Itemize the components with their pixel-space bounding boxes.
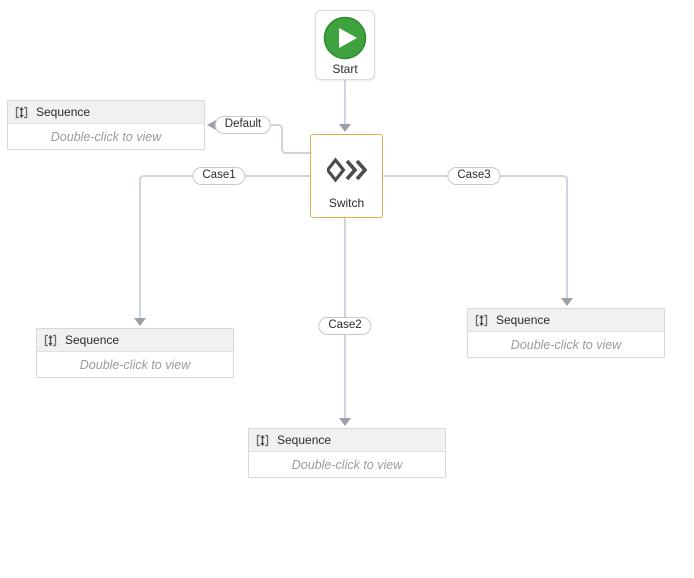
arrow-down-icon [134, 318, 146, 326]
arrow-left-icon [207, 120, 216, 130]
start-node-label: Start [332, 62, 358, 76]
sequence-icon [256, 434, 269, 446]
sequence-icon [15, 106, 28, 118]
sequence-title: Sequence [496, 313, 551, 327]
switch-node-label: Switch [328, 196, 365, 210]
arrow-down-icon [561, 298, 573, 306]
arrow-down-icon [339, 124, 351, 132]
sequence-collapsed-hint[interactable]: Double-click to view [50, 129, 162, 144]
play-circle-icon [323, 16, 367, 60]
sequence-collapsed-hint[interactable]: Double-click to view [291, 457, 403, 472]
sequence-icon [44, 334, 57, 346]
sequence-header: Sequence [37, 329, 233, 352]
sequence-node-default[interactable]: Sequence Double-click to view [7, 100, 205, 150]
sequence-header: Sequence [249, 429, 445, 452]
arrow-down-icon [339, 418, 351, 426]
branch-label-case1[interactable]: Case1 [192, 167, 246, 185]
sequence-node-case2[interactable]: Sequence Double-click to view [248, 428, 446, 478]
sequence-header: Sequence [8, 101, 204, 124]
sequence-collapsed-hint[interactable]: Double-click to view [79, 357, 191, 372]
switch-diamond-chevrons-icon [324, 157, 367, 188]
connector-case3[interactable] [383, 175, 573, 306]
sequence-title: Sequence [36, 105, 91, 119]
branch-label-case2[interactable]: Case2 [318, 317, 372, 335]
connector-default[interactable] [207, 120, 310, 154]
sequence-icon [475, 314, 488, 326]
connector-start-to-switch[interactable] [339, 80, 351, 132]
sequence-header: Sequence [468, 309, 664, 332]
sequence-title: Sequence [65, 333, 120, 347]
sequence-collapsed-hint[interactable]: Double-click to view [510, 337, 622, 352]
sequence-node-case3[interactable]: Sequence Double-click to view [467, 308, 665, 358]
connector-case1[interactable] [134, 175, 310, 326]
branch-label-default[interactable]: Default [214, 116, 272, 134]
sequence-node-case1[interactable]: Sequence Double-click to view [36, 328, 234, 378]
sequence-title: Sequence [277, 433, 332, 447]
branch-label-case3[interactable]: Case3 [447, 167, 501, 185]
switch-node[interactable]: Switch [310, 134, 383, 218]
start-node[interactable]: Start [315, 10, 375, 80]
